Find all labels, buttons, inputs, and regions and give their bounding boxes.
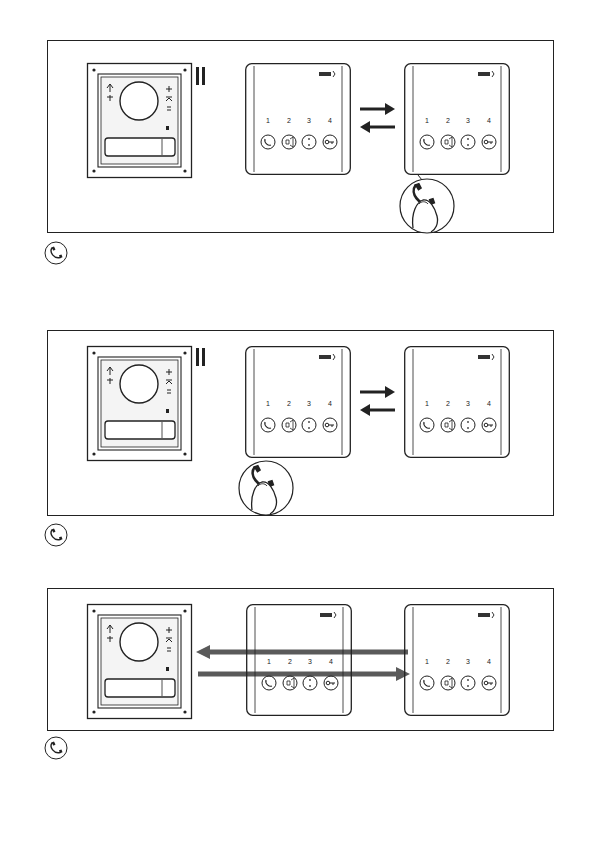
button-number: 4 [329,658,333,666]
button-number: 3 [466,658,470,666]
button-number: 4 [487,400,491,408]
button-number: 3 [307,117,311,125]
button-number: 2 [288,658,292,666]
monitor-box: 1 2 3 4 [404,604,510,716]
indoor-monitor [245,63,351,175]
signal-arrow [360,121,395,133]
button-number: 3 [307,400,311,408]
button-number: 1 [266,400,270,408]
indoor-monitor [245,346,351,458]
button-number: 1 [425,658,429,666]
monitor-box: 1 2 3 4 [245,63,351,175]
button-number: 2 [287,400,291,408]
monitor-box: 1 2 3 4 [404,346,510,458]
indoor-monitor [404,604,510,716]
signal-arrow [360,386,395,398]
button-number: 3 [466,117,470,125]
button-number: 4 [328,117,332,125]
button-number: 1 [267,658,271,666]
button-number: 2 [287,117,291,125]
signal-arrow [360,404,395,416]
indoor-monitor [404,63,510,175]
button-number: 3 [466,400,470,408]
button-number: 2 [446,658,450,666]
button-number: 4 [328,400,332,408]
button-number: 4 [487,658,491,666]
monitor-box: 1 2 3 4 [246,604,352,716]
button-number: 4 [487,117,491,125]
signal-arrow [360,103,395,115]
button-number: 1 [425,117,429,125]
monitor-box: 1 2 3 4 [404,63,510,175]
monitor-box: 1 2 3 4 [245,346,351,458]
button-number: 2 [446,117,450,125]
indoor-monitor [246,604,352,716]
indoor-monitor [404,346,510,458]
button-number: 2 [446,400,450,408]
button-number: 1 [266,117,270,125]
button-number: 3 [308,658,312,666]
button-number: 1 [425,400,429,408]
